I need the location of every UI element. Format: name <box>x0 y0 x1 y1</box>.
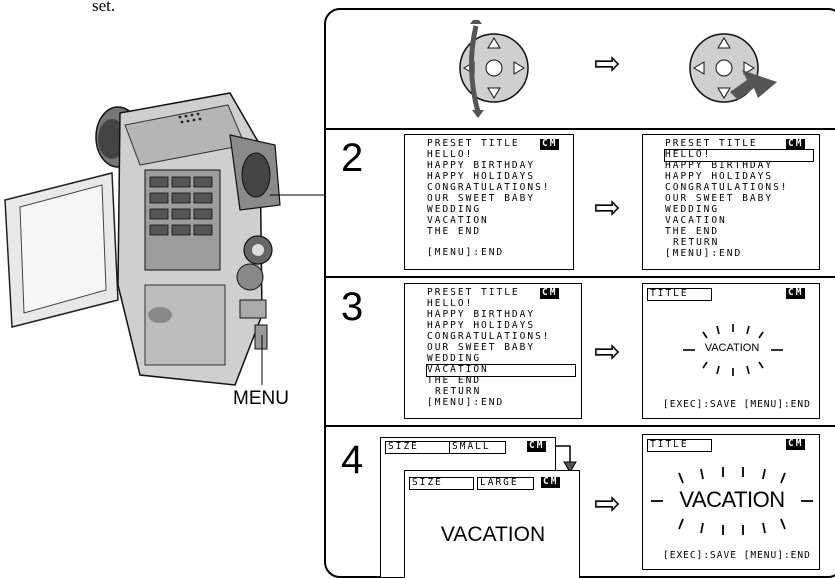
menu-item: CONGRATULATIONS! <box>427 331 551 342</box>
highlight-rays <box>651 467 813 535</box>
tape-badge: CM <box>786 287 806 299</box>
menu-item: OUR SWEET BABY <box>427 342 536 353</box>
arrow-right-icon: ⇨ <box>594 484 621 522</box>
highlight-rays <box>683 324 783 376</box>
tape-badge: CM <box>786 138 806 150</box>
menu-header: PRESET TITLE <box>427 138 520 149</box>
lcd-screen-step2-left: PRESET TITLE CM HELLO! HAPPY BIRTHDAY HA… <box>404 134 574 270</box>
menu-item: VACATION <box>427 215 489 226</box>
menu-item: HAPPY BIRTHDAY <box>427 309 536 320</box>
menu-item: CONGRATULATIONS! <box>427 182 551 193</box>
menu-footer: [MENU]:END <box>427 397 505 408</box>
size-value: LARGE <box>477 477 534 490</box>
size-label: SIZE <box>409 477 474 490</box>
camcorder-illustration <box>4 92 325 386</box>
size-preview-text: VACATION <box>440 523 546 546</box>
lcd-screen-step3-left: PRESET TITLE CM HELLO! HAPPY BIRTHDAY HA… <box>404 283 582 419</box>
control-button-right <box>689 33 777 103</box>
title-footer: [EXEC]:SAVE [MENU]:END <box>663 399 811 410</box>
menu-item: HELLO! <box>427 298 474 309</box>
title-text: VACATION <box>704 342 760 354</box>
menu-item: WEDDING <box>427 204 482 215</box>
tape-badge: CM <box>540 138 560 150</box>
return-item: RETURN <box>435 386 482 397</box>
menu-item: WEDDING <box>665 204 720 215</box>
tape-badge: CM <box>541 476 561 488</box>
menu-item-selected: HELLO! <box>664 149 814 162</box>
menu-item: HAPPY BIRTHDAY <box>665 160 774 171</box>
arrow-right-icon: ⇨ <box>594 44 621 82</box>
divider <box>324 128 835 130</box>
menu-button-callout: MENU <box>233 388 289 409</box>
lcd-screen-step2-right: PRESET TITLE CM HELLO! HAPPY BIRTHDAY HA… <box>642 134 820 270</box>
menu-item: THE END <box>427 226 482 237</box>
menu-item: THE END <box>665 226 720 237</box>
menu-item: HAPPY HOLIDAYS <box>665 171 774 182</box>
menu-item: VACATION <box>665 215 727 226</box>
menu-header: PRESET TITLE <box>427 287 520 298</box>
menu-item-selected: VACATION <box>426 364 576 377</box>
menu-item: HAPPY HOLIDAYS <box>427 171 536 182</box>
down-arrow-icon <box>556 445 577 473</box>
arrow-right-icon: ⇨ <box>594 188 621 226</box>
return-item: RETURN <box>673 237 720 248</box>
lcd-screen-step4-right: TITLE CM VACATION [EXEC]:SAVE [MENU]:END <box>642 434 820 570</box>
menu-item: OUR SWEET BABY <box>427 193 536 204</box>
intro-text-fragment: set. <box>92 0 116 15</box>
tape-badge: CM <box>527 440 547 452</box>
menu-footer: [MENU]:END <box>665 248 743 259</box>
size-label: SIZE <box>385 441 450 454</box>
tape-badge: CM <box>540 287 560 299</box>
lcd-screen-size-large: SIZE LARGE CM VACATION <box>404 470 580 578</box>
divider <box>324 425 835 427</box>
title-tab: TITLE <box>647 288 712 301</box>
divider <box>324 276 835 278</box>
menu-item: WEDDING <box>427 353 482 364</box>
menu-item: HAPPY HOLIDAYS <box>427 320 536 331</box>
title-footer: [EXEC]:SAVE [MENU]:END <box>663 550 811 561</box>
arrow-right-icon: ⇨ <box>594 332 621 370</box>
lcd-screen-step3-right: TITLE CM VACATION [EXEC]:SAVE [MENU]:END <box>642 283 820 419</box>
title-tab: TITLE <box>647 439 712 452</box>
title-text-large: VACATION <box>679 487 785 512</box>
tape-badge: CM <box>786 438 806 450</box>
menu-footer: [MENU]:END <box>427 247 505 258</box>
menu-item: OUR SWEET BABY <box>665 193 774 204</box>
menu-item: HELLO! <box>427 149 474 160</box>
menu-header: PRESET TITLE <box>665 138 758 149</box>
step-number: 2 <box>341 136 364 180</box>
step-number: 3 <box>341 285 364 329</box>
size-value: SMALL <box>449 441 506 454</box>
menu-item: THE END <box>427 375 482 386</box>
menu-item: CONGRATULATIONS! <box>665 182 789 193</box>
menu-item: HAPPY BIRTHDAY <box>427 160 536 171</box>
step-number: 4 <box>341 438 364 482</box>
control-button-left <box>459 20 529 118</box>
